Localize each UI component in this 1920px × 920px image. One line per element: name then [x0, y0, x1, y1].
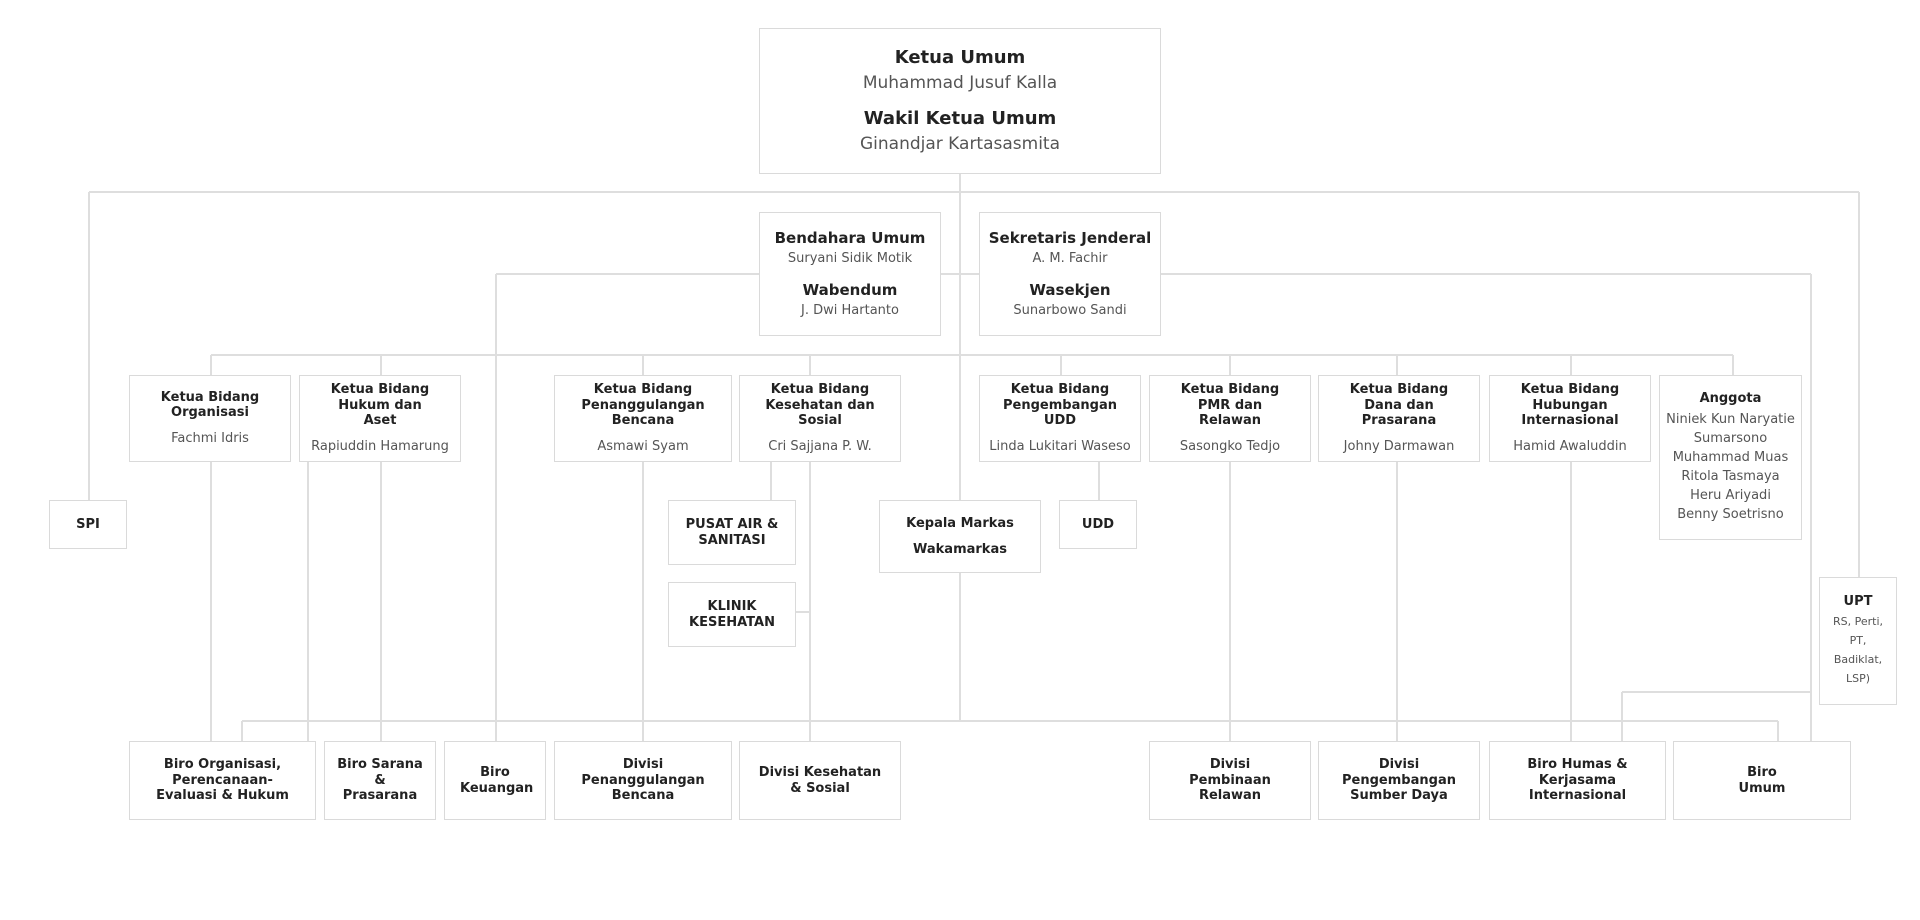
- anggota-title: Anggota: [1699, 390, 1762, 406]
- wabendum-name: J. Dwi Hartanto: [801, 303, 899, 318]
- biro-humas-label: Biro Humas & Kerjasama Internasional: [1527, 757, 1628, 804]
- wasekjen-title: Wasekjen: [1029, 281, 1111, 299]
- divisi-sumberdaya-box: Divisi Pengembangan Sumber Daya: [1318, 741, 1480, 820]
- biro-keuangan-box: Biro Keuangan: [444, 741, 546, 820]
- divisi-bencana-box: Divisi Penanggulangan Bencana: [554, 741, 732, 820]
- upt-detail: RS, Perti,: [1832, 614, 1883, 628]
- upt-box: UPT RS, Perti, PT, Badiklat, LSP): [1819, 577, 1897, 705]
- divisi-bencana-label: Divisi Penanggulangan Bencana: [581, 757, 705, 804]
- anggota-member: Sumarsono: [1693, 431, 1768, 447]
- kb-udd-box: Ketua Bidang Pengembangan UDD Linda Luki…: [979, 375, 1141, 462]
- divisi-kesehatan-box: Divisi Kesehatan & Sosial: [739, 741, 901, 820]
- anggota-member: Niniek Kun Naryatie: [1666, 412, 1795, 428]
- kb-dana-title: Ketua Bidang Dana dan Prasarana: [1349, 381, 1449, 429]
- kb-bencana-name: Asmawi Syam: [597, 438, 689, 454]
- upt-title: UPT: [1843, 594, 1873, 610]
- anggota-member: Benny Soetrisno: [1677, 507, 1784, 523]
- biro-umum-label: Biro Umum: [1738, 764, 1786, 796]
- kb-kesehatan-title: Ketua Bidang Kesehatan dan Sosial: [765, 381, 875, 429]
- wakil-ketua-umum-title: Wakil Ketua Umum: [863, 108, 1057, 129]
- bendahara-umum-name: Suryani Sidik Motik: [787, 250, 913, 266]
- sekretaris-jenderal-box: Sekretaris Jenderal A. M. Fachir Wasekje…: [979, 212, 1161, 336]
- spi-label: SPI: [76, 516, 100, 532]
- anggota-member: Muhammad Muas: [1672, 450, 1789, 466]
- ketua-umum-title: Ketua Umum: [894, 47, 1026, 69]
- kb-hubint-title: Ketua Bidang Hubungan Internasional: [1520, 381, 1620, 429]
- divisi-relawan-box: Divisi Pembinaan Relawan: [1149, 741, 1311, 820]
- biro-keuangan-label: Biro Keuangan: [460, 764, 534, 796]
- klinik-label: KLINIK KESEHATAN: [689, 598, 775, 630]
- pusat-air-label: PUSAT AIR & SANITASI: [685, 516, 779, 548]
- upt-detail: Badiklat,: [1833, 652, 1883, 666]
- wasekjen-name: Sunarbowo Sandi: [1013, 303, 1127, 318]
- upt-detail: LSP): [1845, 671, 1871, 685]
- biro-organisasi-label: Biro Organisasi, Perencanaan-Evaluasi & …: [156, 757, 289, 804]
- sekretaris-jenderal-name: A. M. Fachir: [1032, 250, 1108, 266]
- kb-kesehatan-box: Ketua Bidang Kesehatan dan Sosial Cri Sa…: [739, 375, 901, 462]
- kb-hukum-title: Ketua Bidang Hukum dan Aset: [330, 381, 430, 429]
- anggota-member: Ritola Tasmaya: [1681, 469, 1780, 485]
- sekretaris-jenderal-title: Sekretaris Jenderal: [988, 228, 1152, 247]
- kb-kesehatan-name: Cri Sajjana P. W.: [768, 438, 872, 454]
- udd-box: UDD: [1059, 500, 1137, 549]
- kb-bencana-title: Ketua Bidang Penanggulangan Bencana: [581, 381, 705, 429]
- biro-humas-box: Biro Humas & Kerjasama Internasional: [1489, 741, 1666, 820]
- kb-udd-name: Linda Lukitari Waseso: [989, 438, 1131, 454]
- kb-udd-title: Ketua Bidang Pengembangan UDD: [1003, 381, 1117, 429]
- spi-box: SPI: [49, 500, 127, 549]
- kb-hubint-box: Ketua Bidang Hubungan Internasional Hami…: [1489, 375, 1651, 462]
- biro-sarana-box: Biro Sarana & Prasarana: [324, 741, 436, 820]
- kb-pmr-title: Ketua Bidang PMR dan Relawan: [1180, 381, 1280, 429]
- pusat-air-box: PUSAT AIR & SANITASI: [668, 500, 796, 565]
- bendahara-umum-title: Bendahara Umum: [774, 228, 926, 247]
- biro-organisasi-box: Biro Organisasi, Perencanaan-Evaluasi & …: [129, 741, 316, 820]
- ketua-umum-name: Muhammad Jusuf Kalla: [862, 72, 1058, 93]
- kb-dana-box: Ketua Bidang Dana dan Prasarana Johny Da…: [1318, 375, 1480, 462]
- kb-organisasi-title: Ketua Bidang Organisasi: [160, 389, 260, 421]
- wakil-ketua-umum-name: Ginandjar Kartasasmita: [859, 133, 1061, 154]
- biro-sarana-label: Biro Sarana & Prasarana: [337, 757, 423, 804]
- divisi-sumberdaya-label: Divisi Pengembangan Sumber Daya: [1342, 757, 1456, 804]
- wabendum-title: Wabendum: [802, 281, 898, 299]
- biro-umum-box: Biro Umum: [1673, 741, 1851, 820]
- wakamarkas-title: Wakamarkas: [913, 541, 1007, 557]
- kepala-markas-title: Kepala Markas: [906, 515, 1014, 531]
- ketua-umum-box: Ketua Umum Muhammad Jusuf Kalla Wakil Ke…: [759, 28, 1161, 174]
- kb-organisasi-name: Fachmi Idris: [171, 430, 249, 446]
- kb-pmr-box: Ketua Bidang PMR dan Relawan Sasongko Te…: [1149, 375, 1311, 462]
- anggota-box: Anggota Niniek Kun Naryatie Sumarsono Mu…: [1659, 375, 1802, 540]
- udd-label: UDD: [1081, 516, 1115, 532]
- divisi-kesehatan-label: Divisi Kesehatan & Sosial: [758, 764, 882, 796]
- kb-organisasi-box: Ketua Bidang Organisasi Fachmi Idris: [129, 375, 291, 462]
- kb-hukum-name: Rapiuddin Hamarung: [311, 438, 449, 454]
- klinik-box: KLINIK KESEHATAN: [668, 582, 796, 647]
- bendahara-umum-box: Bendahara Umum Suryani Sidik Motik Waben…: [759, 212, 941, 336]
- kb-hukum-box: Ketua Bidang Hukum dan Aset Rapiuddin Ha…: [299, 375, 461, 462]
- kepala-markas-box: Kepala Markas Wakamarkas: [879, 500, 1041, 573]
- anggota-member: Heru Ariyadi: [1690, 488, 1771, 504]
- kb-pmr-name: Sasongko Tedjo: [1179, 438, 1281, 454]
- divisi-relawan-label: Divisi Pembinaan Relawan: [1189, 757, 1271, 804]
- kb-hubint-name: Hamid Awaluddin: [1513, 438, 1627, 454]
- upt-detail: PT,: [1849, 633, 1867, 647]
- kb-dana-name: Johny Darmawan: [1343, 438, 1455, 454]
- kb-bencana-box: Ketua Bidang Penanggulangan Bencana Asma…: [554, 375, 732, 462]
